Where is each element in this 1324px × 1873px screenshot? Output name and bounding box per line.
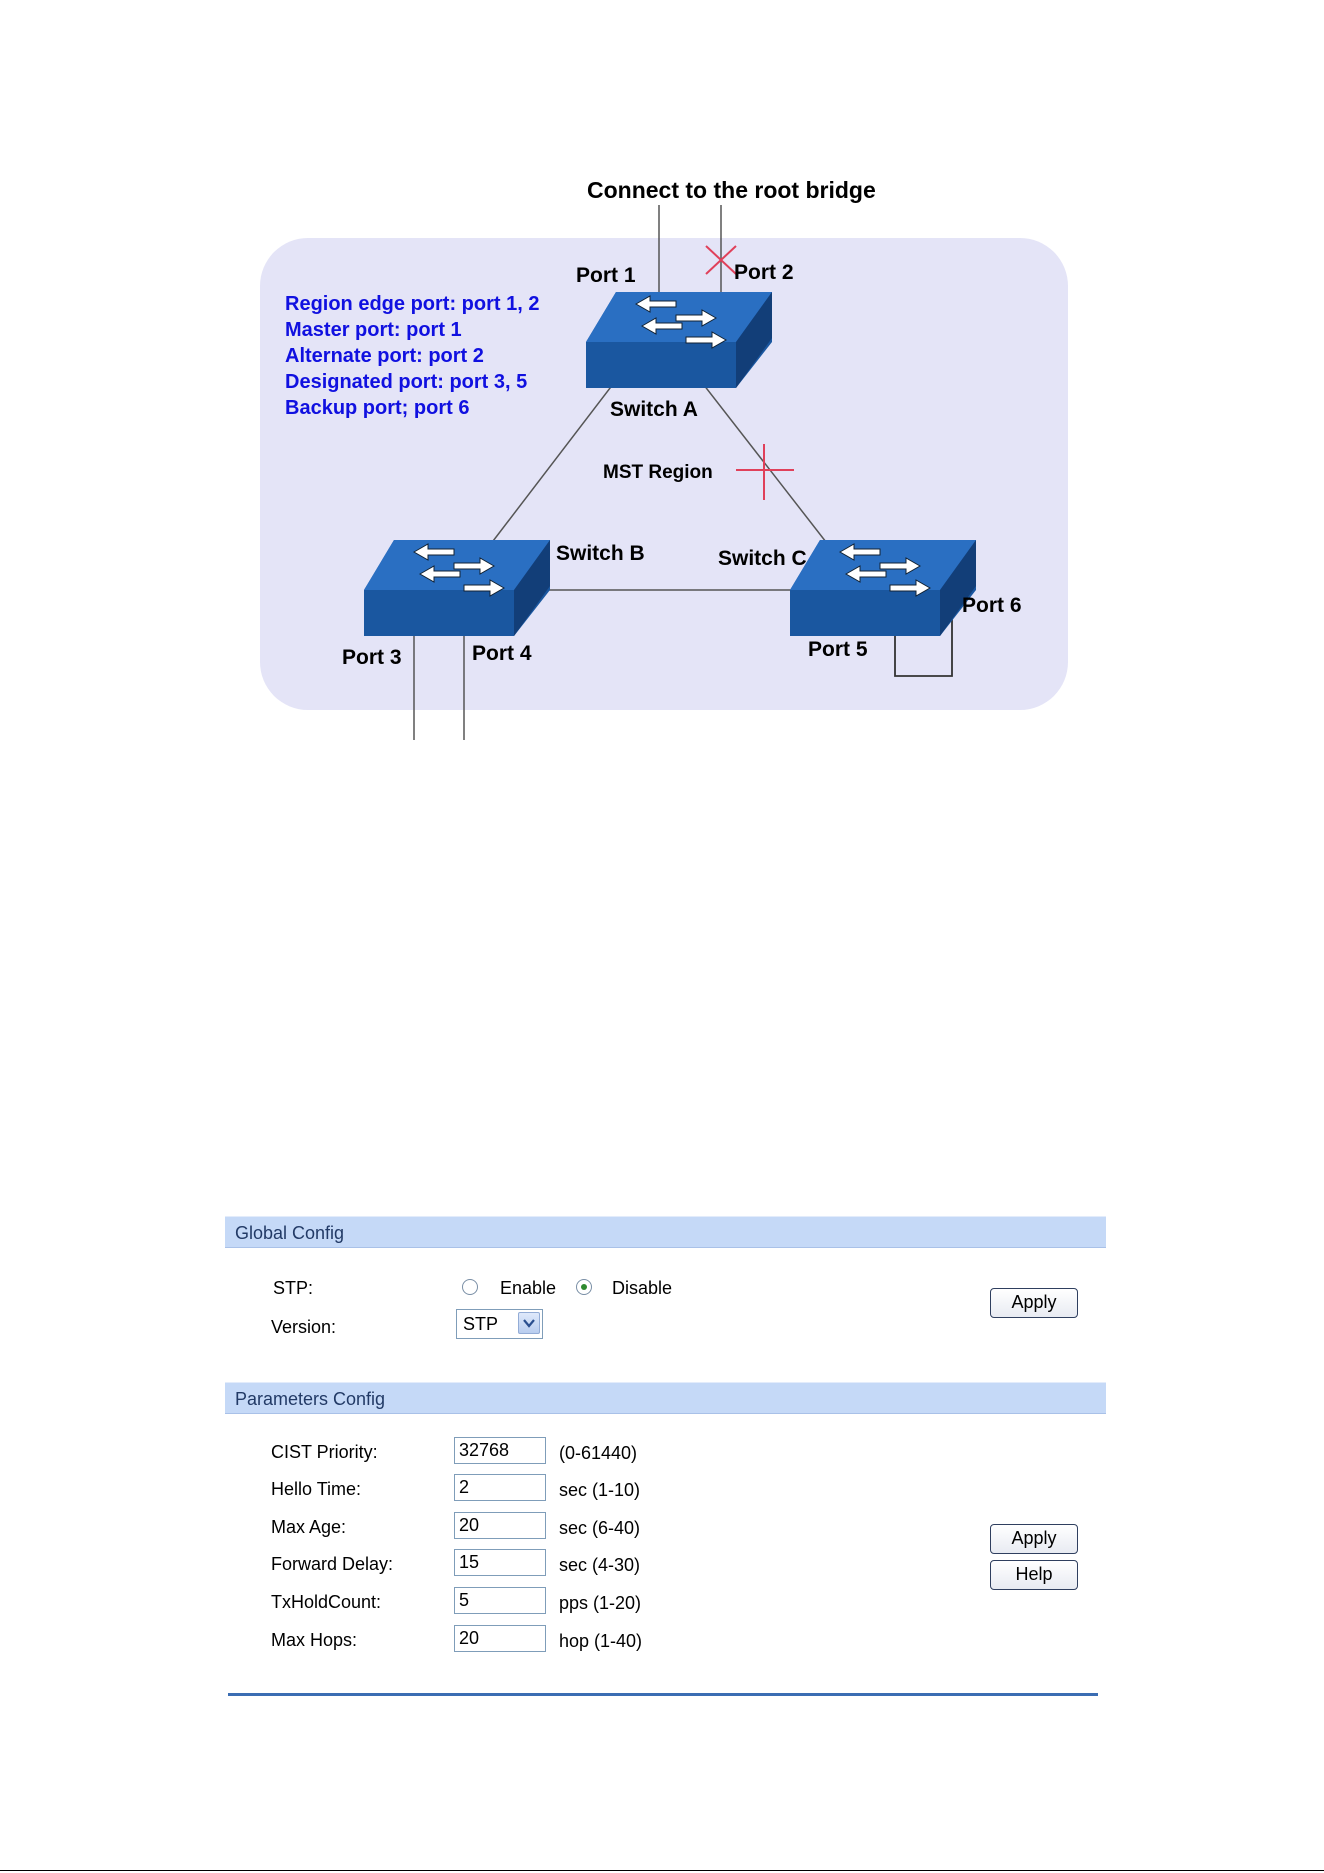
legend-item: Backup port; port 6 xyxy=(285,397,469,419)
hello-time-range: sec (1-10) xyxy=(559,1480,641,1500)
legend-item: Region edge port: port 1, 2 xyxy=(285,293,539,315)
page-footer-divider xyxy=(0,1870,1324,1871)
help-button[interactable]: Help xyxy=(990,1560,1078,1590)
version-select[interactable]: STP xyxy=(456,1309,543,1339)
mst-region-diagram: Connect to the root bridge Region edge p… xyxy=(260,177,1068,740)
chevron-down-icon[interactable] xyxy=(518,1312,540,1334)
cist-priority-range: (0-61440) xyxy=(559,1443,638,1463)
version-select-value: STP xyxy=(463,1314,499,1334)
max-age-input[interactable]: 20 xyxy=(454,1512,546,1539)
max-hops-range: hop (1-40) xyxy=(559,1631,643,1651)
parameters-config-title: Parameters Config xyxy=(235,1389,386,1409)
stp-label: STP: xyxy=(273,1278,314,1298)
txholdcount-input[interactable]: 5 xyxy=(454,1587,546,1614)
panel-bottom-divider xyxy=(228,1693,1098,1696)
stp-enable-radio[interactable] xyxy=(462,1279,478,1295)
blocked-link-mark xyxy=(736,444,794,500)
port-6-label: Port 6 xyxy=(962,594,1022,617)
forward-delay-range: sec (4-30) xyxy=(559,1555,641,1575)
legend-item: Designated port: port 3, 5 xyxy=(285,371,527,393)
hello-time-label: Hello Time: xyxy=(271,1479,362,1499)
global-config-title: Global Config xyxy=(235,1223,345,1243)
max-hops-label: Max Hops: xyxy=(271,1630,358,1650)
cist-priority-input[interactable]: 32768 xyxy=(454,1437,546,1464)
cist-priority-label: CIST Priority: xyxy=(271,1442,378,1462)
blocked-port2-mark xyxy=(705,245,737,275)
switch-a-label: Switch A xyxy=(610,398,698,421)
stp-disable-radio[interactable] xyxy=(576,1279,592,1295)
port-1-label: Port 1 xyxy=(576,264,636,287)
forward-delay-label: Forward Delay: xyxy=(271,1554,394,1574)
switch-c-label: Switch C xyxy=(718,547,807,570)
version-label: Version: xyxy=(271,1317,337,1337)
txholdcount-label: TxHoldCount: xyxy=(271,1592,382,1612)
forward-delay-input[interactable]: 15 xyxy=(454,1549,546,1576)
stp-enable-label[interactable]: Enable xyxy=(500,1278,557,1298)
switch-b-label: Switch B xyxy=(556,542,645,565)
root-bridge-label: Connect to the root bridge xyxy=(587,177,876,203)
global-apply-button[interactable]: Apply xyxy=(990,1288,1078,1318)
legend-item: Master port: port 1 xyxy=(285,319,462,341)
parameters-config-header: Parameters Config xyxy=(225,1382,1106,1414)
hello-time-input[interactable]: 2 xyxy=(454,1474,546,1501)
max-age-label: Max Age: xyxy=(271,1517,347,1537)
txholdcount-range: pps (1-20) xyxy=(559,1593,642,1613)
global-config-header: Global Config xyxy=(225,1216,1106,1248)
max-age-range: sec (6-40) xyxy=(559,1518,641,1538)
port-3-label: Port 3 xyxy=(342,646,402,669)
port-4-label: Port 4 xyxy=(472,642,532,665)
switch-b-icon xyxy=(364,540,550,636)
stp-disable-label[interactable]: Disable xyxy=(612,1278,673,1298)
port-2-label: Port 2 xyxy=(734,261,794,284)
switch-c-icon xyxy=(790,540,976,636)
switch-a-icon xyxy=(586,292,772,388)
mst-region-label: MST Region xyxy=(603,462,713,483)
parameters-apply-button[interactable]: Apply xyxy=(990,1524,1078,1554)
port-5-label: Port 5 xyxy=(808,638,868,661)
max-hops-input[interactable]: 20 xyxy=(454,1625,546,1652)
legend-item: Alternate port: port 2 xyxy=(285,345,484,367)
